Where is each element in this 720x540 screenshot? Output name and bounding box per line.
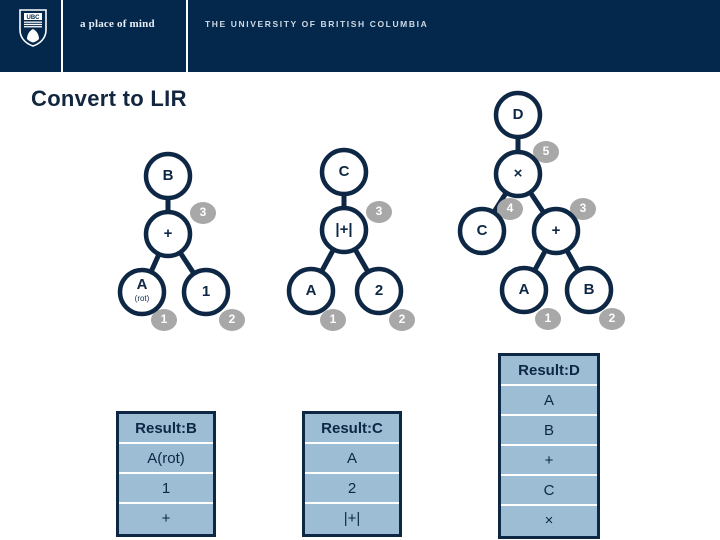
header-divider-2 (186, 0, 188, 72)
svg-text:UBC: UBC (27, 15, 41, 21)
header-divider-1 (61, 0, 63, 72)
tree-node[interactable] (531, 206, 581, 256)
tree-edge (351, 246, 372, 275)
tree-edge (563, 247, 582, 274)
tree-node-order-badge (366, 201, 392, 223)
header-university-name: THE UNIVERSITY OF BRITISH COLUMBIA (205, 19, 429, 29)
tree-svg (117, 90, 625, 331)
result-table-row: |+| (305, 504, 399, 534)
tree-node[interactable] (493, 90, 543, 140)
result-table-row: + (119, 504, 213, 534)
page-title: Convert to LIR (31, 86, 187, 111)
result-table-row: × (501, 506, 597, 536)
result-table-row: C (501, 476, 597, 506)
tree-node-order-badge (497, 198, 523, 220)
result-table-row: A (501, 386, 597, 416)
result-table-row: A (305, 444, 399, 474)
tree-node[interactable] (143, 151, 193, 201)
tree-node-order-badge (599, 308, 625, 330)
header-tagline: a place of mind (80, 18, 155, 30)
tree-node[interactable] (499, 265, 549, 315)
tree-node[interactable] (286, 266, 336, 316)
tree-edge (176, 249, 198, 277)
tree-edge (531, 247, 549, 274)
tree-node-order-badge (389, 309, 415, 331)
result-table-row: 2 (305, 474, 399, 504)
result-table-row: B (501, 416, 597, 446)
ubc-header-bar: UBC a place of mind THE UNIVERSITY OF BR… (0, 0, 720, 72)
tree-node[interactable] (354, 266, 404, 316)
tree-node[interactable] (564, 265, 614, 315)
tree-node[interactable] (181, 267, 231, 317)
result-table-row: + (501, 446, 597, 476)
tree-edge (318, 246, 337, 275)
tree-edge (527, 189, 547, 216)
tree-node-order-badge (190, 202, 216, 224)
tree-node-order-badge (535, 308, 561, 330)
result-table-row: 1 (119, 474, 213, 504)
result-table-header: Result:D (501, 356, 597, 386)
tree-node-order-badge (219, 309, 245, 331)
tree-node[interactable] (457, 206, 507, 256)
result-table-header: Result:B (119, 414, 213, 444)
tree-node[interactable] (143, 209, 193, 259)
tree-node-order-badge (533, 141, 559, 163)
tree-node[interactable] (117, 267, 167, 317)
tree-node[interactable] (319, 147, 369, 197)
tree-node-order-badge (151, 309, 177, 331)
ubc-shield-logo: UBC (19, 9, 47, 47)
result-table-row: A(rot) (119, 444, 213, 474)
result-table-header: Result:C (305, 414, 399, 444)
tree-node[interactable] (319, 205, 369, 255)
tree-node-order-badge (320, 309, 346, 331)
tree-node-order-badge (570, 198, 596, 220)
tree-node[interactable] (493, 149, 543, 199)
